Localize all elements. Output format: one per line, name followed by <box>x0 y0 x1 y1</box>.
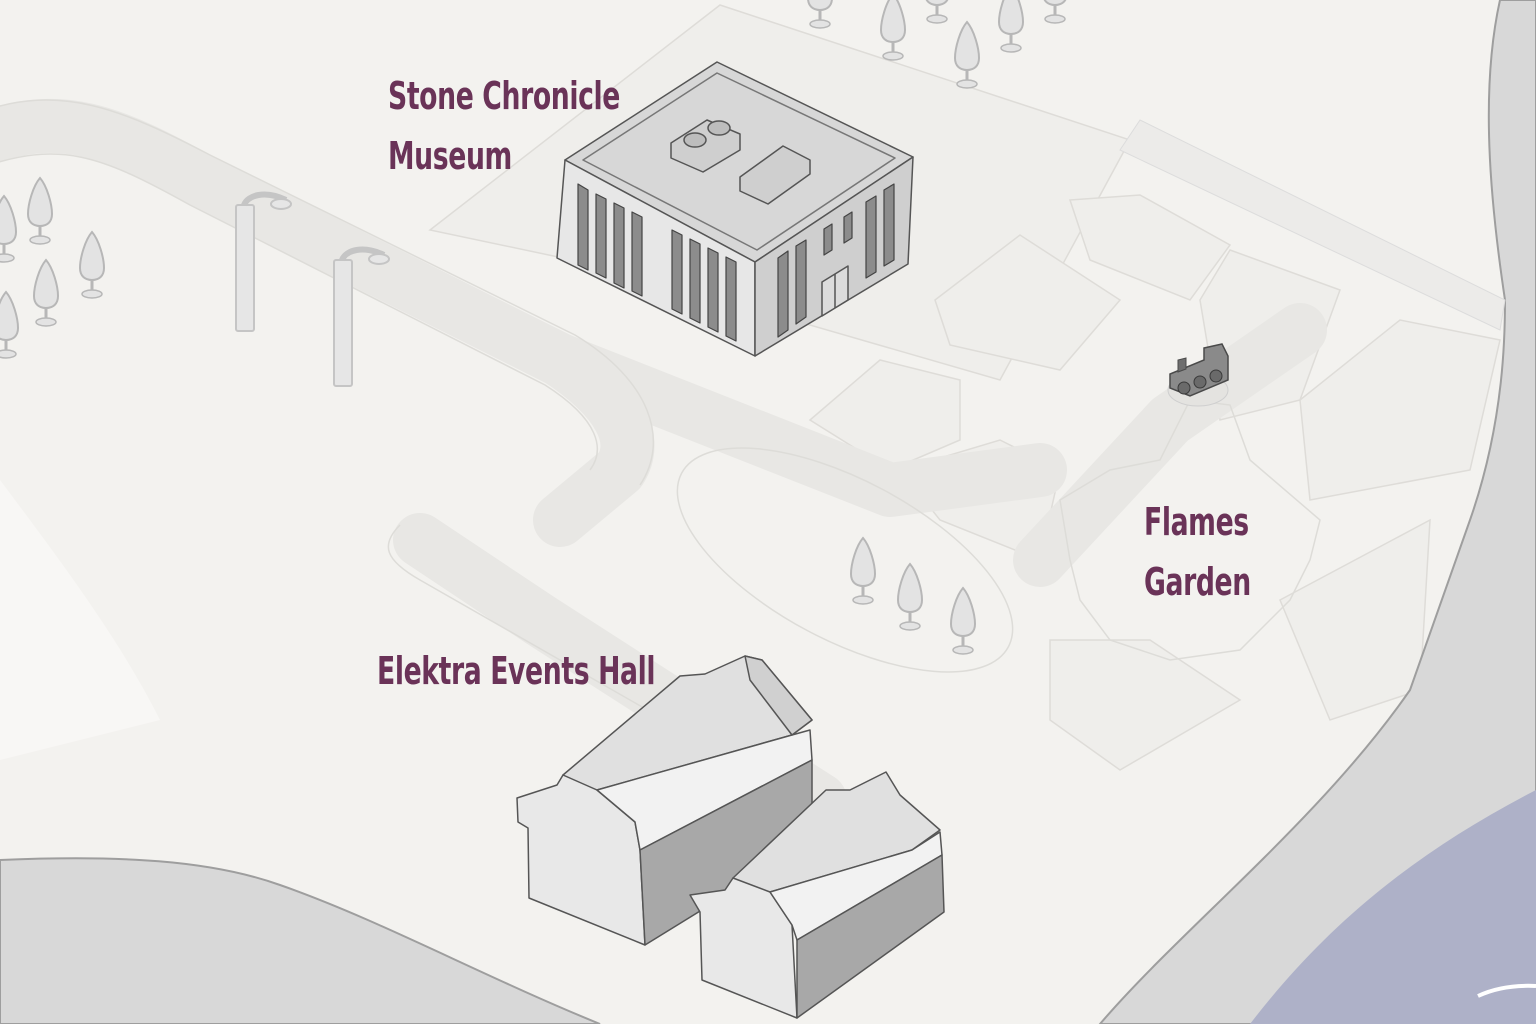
main-road <box>1098 0 1536 1024</box>
locomotive-icon <box>1167 343 1229 407</box>
museum-label[interactable]: Stone Chronicle Museum <box>388 66 620 186</box>
museum-label-line-2: Museum <box>388 134 512 178</box>
events-hall-building-south <box>689 771 945 1019</box>
street-lamp-icon <box>333 246 390 387</box>
garden-label-line-2: Garden <box>1144 560 1251 604</box>
street-lamp-icon <box>235 191 292 332</box>
south-road <box>0 857 601 1024</box>
hall-label-line-1: Elektra Events Hall <box>377 649 656 693</box>
walkway-edges <box>0 99 1321 741</box>
road-shoulder <box>1119 119 1506 331</box>
hall-label[interactable]: Elektra Events Hall <box>377 641 655 701</box>
garden-label[interactable]: Flames Garden <box>1144 492 1251 612</box>
museum-building <box>556 61 914 357</box>
events-hall-building-north <box>516 655 813 946</box>
wave-icon <box>1477 983 1536 998</box>
river <box>1250 790 1536 1024</box>
garden-label-line-1: Flames <box>1144 500 1249 544</box>
museum-label-line-1: Stone Chronicle <box>388 74 620 118</box>
